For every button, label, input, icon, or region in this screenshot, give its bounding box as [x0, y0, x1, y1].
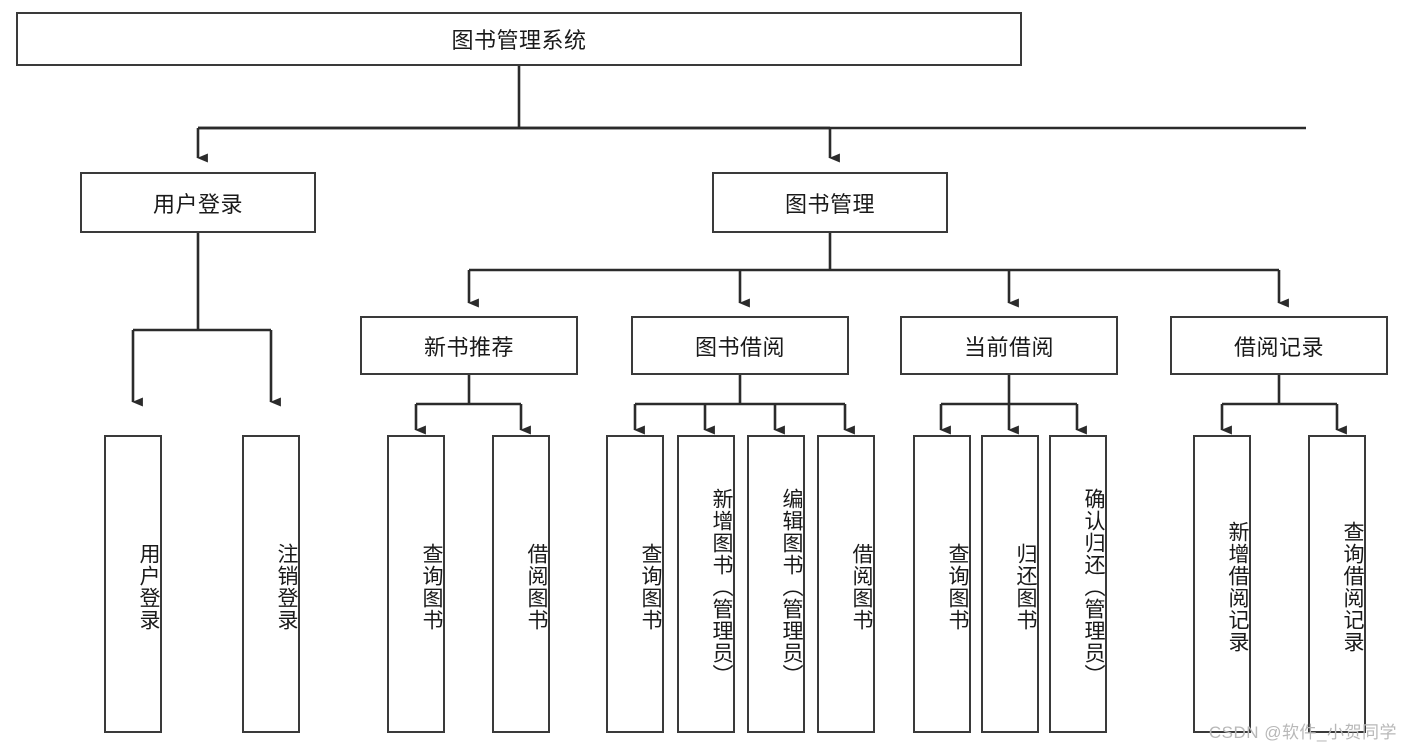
leaf-label: 编辑图书（管理员）: [780, 488, 803, 686]
leaf-label: 注销登录: [275, 543, 298, 631]
leaf-confirm-return[interactable]: 确认归还（管理员）: [1049, 435, 1107, 733]
leaf-label: 用户登录: [137, 543, 160, 631]
leaf-label: 借阅图书: [850, 543, 873, 631]
leaf-borrow-book-2[interactable]: 借阅图书: [817, 435, 875, 733]
leaf-label: 归还图书: [1014, 543, 1037, 631]
leaf-edit-book[interactable]: 编辑图书（管理员）: [747, 435, 805, 733]
node-root[interactable]: 图书管理系统: [16, 12, 1022, 66]
node-borrow-record[interactable]: 借阅记录: [1170, 316, 1388, 375]
watermark-text: CSDN @软件_小贺同学: [1208, 723, 1397, 742]
leaf-query-book-3[interactable]: 查询图书: [913, 435, 971, 733]
leaf-label: 查询图书: [639, 543, 662, 631]
leaf-add-book[interactable]: 新增图书（管理员）: [677, 435, 735, 733]
leaf-add-record[interactable]: 新增借阅记录: [1193, 435, 1251, 733]
leaf-label: 查询图书: [420, 543, 443, 631]
node-user-login[interactable]: 用户登录: [80, 172, 316, 233]
leaf-label: 新增图书（管理员）: [710, 488, 733, 686]
leaf-label: 确认归还（管理员）: [1082, 488, 1105, 686]
leaf-label: 新增借阅记录: [1226, 521, 1249, 653]
leaf-label: 借阅图书: [525, 543, 548, 631]
node-book-manage[interactable]: 图书管理: [712, 172, 948, 233]
leaf-query-record[interactable]: 查询借阅记录: [1308, 435, 1366, 733]
leaf-query-book-1[interactable]: 查询图书: [387, 435, 445, 733]
node-current-borrow[interactable]: 当前借阅: [900, 316, 1118, 375]
leaf-return-book[interactable]: 归还图书: [981, 435, 1039, 733]
leaf-user-login[interactable]: 用户登录: [104, 435, 162, 733]
leaf-label: 查询借阅记录: [1341, 521, 1364, 653]
node-new-book-rec[interactable]: 新书推荐: [360, 316, 578, 375]
leaf-label: 查询图书: [946, 543, 969, 631]
node-book-borrow[interactable]: 图书借阅: [631, 316, 849, 375]
leaf-user-logout[interactable]: 注销登录: [242, 435, 300, 733]
leaf-query-book-2[interactable]: 查询图书: [606, 435, 664, 733]
leaf-borrow-book-1[interactable]: 借阅图书: [492, 435, 550, 733]
